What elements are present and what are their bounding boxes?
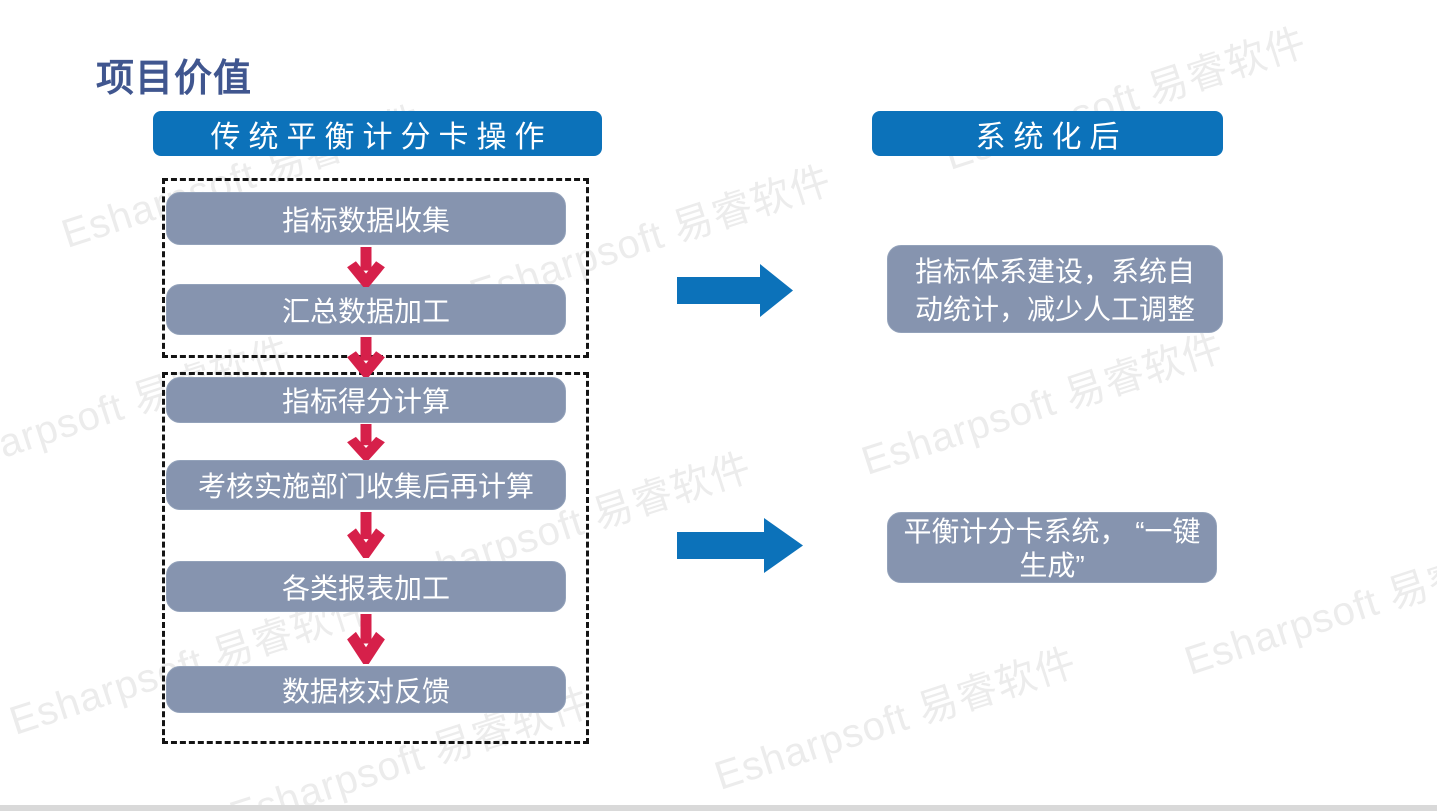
right-column-header: 系统化后 (872, 111, 1223, 156)
right-arrow-icon (677, 518, 803, 573)
left-column-header: 传统平衡计分卡操作 (153, 111, 602, 156)
result-box: 指标体系建设，系统自动统计，减少人工调整 (887, 245, 1223, 333)
flow-step: 指标数据收集 (166, 192, 566, 245)
watermark: Esharpsoft 易睿软件 (709, 640, 1082, 799)
down-arrow-icon (347, 512, 385, 558)
down-arrow-icon (347, 424, 385, 460)
dashed-group-2 (162, 372, 589, 744)
flow-step: 指标得分计算 (166, 377, 566, 423)
watermark: Esharpsoft 易睿软件 (856, 325, 1229, 484)
result-box: 平衡计分卡系统， “一键生成” (887, 512, 1217, 583)
flow-step: 数据核对反馈 (166, 666, 566, 713)
down-arrow-icon (347, 614, 385, 664)
flow-step: 各类报表加工 (166, 561, 566, 612)
slide-title: 项目价值 (96, 58, 253, 101)
right-arrow-icon (677, 264, 793, 317)
bottom-divider (0, 805, 1437, 811)
down-arrow-icon (347, 247, 385, 287)
flow-step: 汇总数据加工 (166, 284, 566, 335)
flow-step: 考核实施部门收集后再计算 (166, 460, 566, 510)
down-arrow-icon (347, 337, 385, 377)
